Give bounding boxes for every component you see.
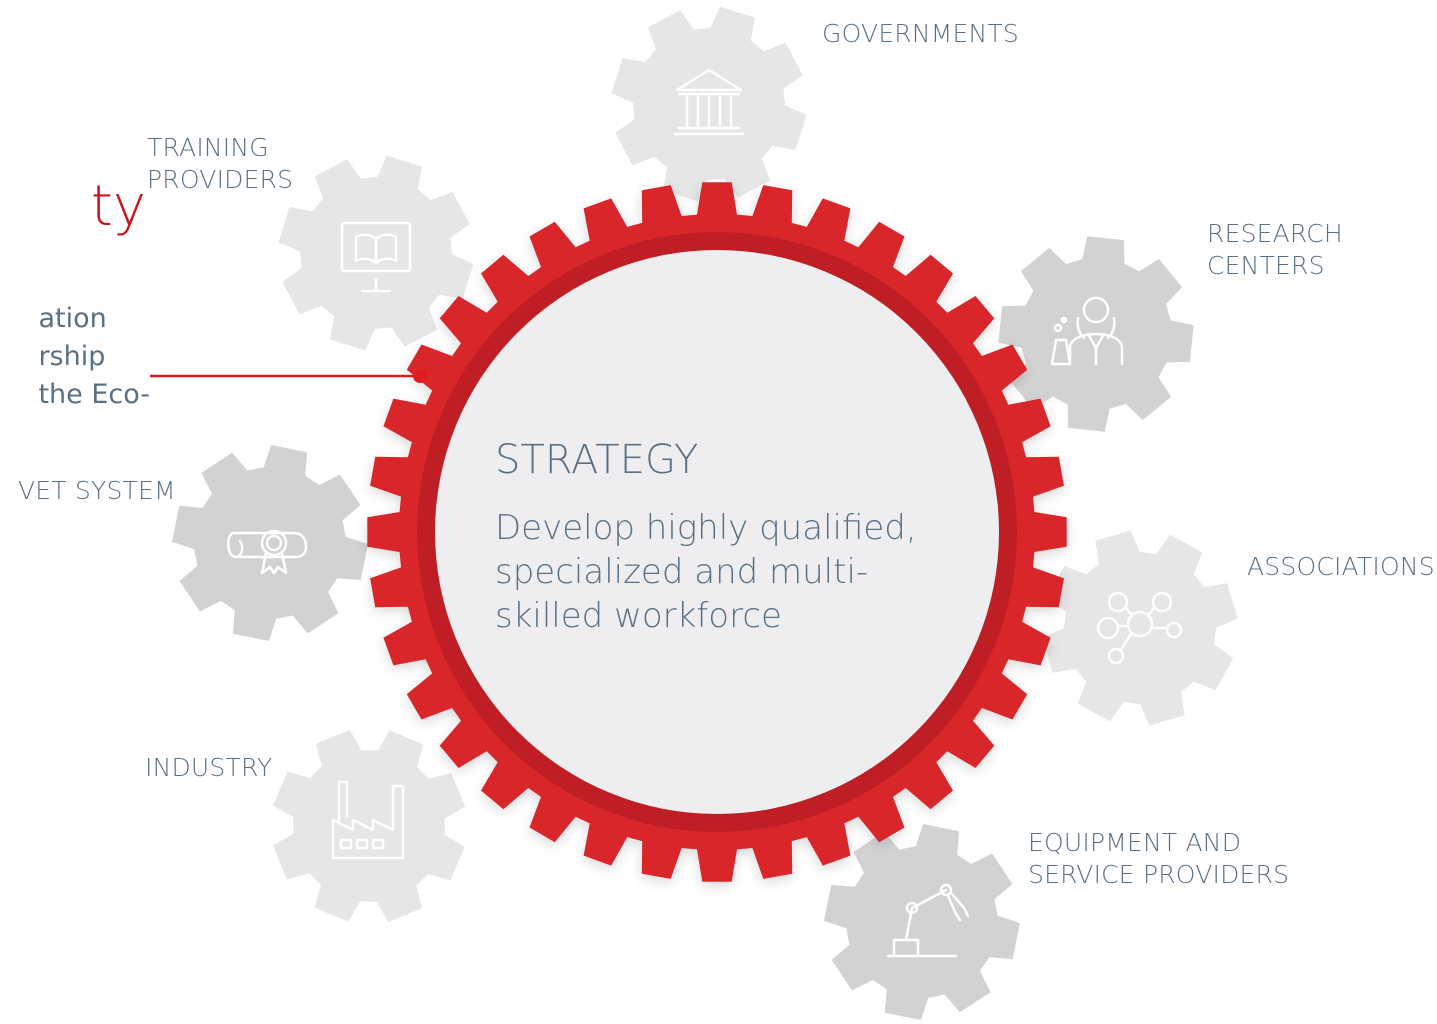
left-panel: ty ation rship the Eco- <box>0 150 150 430</box>
label-line: RESEARCH <box>1207 219 1343 248</box>
label-line: PROVIDERS <box>147 165 294 194</box>
vet-system-gear <box>172 445 368 641</box>
label-training-providers: TRAINING PROVIDERS <box>147 132 293 196</box>
label-research-centers: RESEARCH CENTERS <box>1207 218 1343 282</box>
left-description-line: ation <box>38 303 107 334</box>
label-line: INDUSTRY <box>145 753 273 782</box>
left-description-line: rship <box>38 341 106 372</box>
left-description: ation rship the Eco- <box>38 300 150 414</box>
scientist-icon <box>1050 296 1124 366</box>
monitor-book-icon <box>340 221 412 293</box>
label-line: VET SYSTEM <box>18 476 176 505</box>
label-industry: INDUSTRY <box>145 752 272 784</box>
industry-gear <box>272 729 466 923</box>
left-heading-fragment: ty <box>90 174 146 239</box>
factory-icon <box>331 780 405 860</box>
label-line: TRAINING <box>147 133 269 162</box>
label-vet-system: VET SYSTEM <box>18 475 176 507</box>
associations-gear <box>1042 530 1238 726</box>
diploma-icon <box>227 529 308 575</box>
equipment-service-providers-gear <box>824 824 1020 1020</box>
network-people-icon <box>1096 591 1183 665</box>
strategy-description: Develop highly qualified, specialized an… <box>495 508 917 636</box>
label-line: CENTERS <box>1207 251 1325 280</box>
label-line: GOVERNMENTS <box>822 19 1019 48</box>
strategy-content: STRATEGY Develop highly qualified, speci… <box>495 432 1015 638</box>
connector-dot <box>413 369 427 383</box>
robot-arm-icon <box>886 883 970 958</box>
left-description-line: the Eco- <box>38 379 150 410</box>
label-line: ASSOCIATIONS <box>1247 552 1435 581</box>
label-line: EQUIPMENT AND <box>1028 828 1242 857</box>
label-equipment-service-providers: EQUIPMENT AND SERVICE PROVIDERS <box>1028 827 1289 891</box>
building-columns-icon <box>673 68 745 136</box>
label-line: SERVICE PROVIDERS <box>1028 860 1290 889</box>
label-governments: GOVERNMENTS <box>822 18 1019 50</box>
label-associations: ASSOCIATIONS <box>1247 551 1435 583</box>
main-gear-center <box>435 250 999 814</box>
strategy-title: STRATEGY <box>495 437 699 483</box>
strategy-gear <box>367 182 1067 882</box>
